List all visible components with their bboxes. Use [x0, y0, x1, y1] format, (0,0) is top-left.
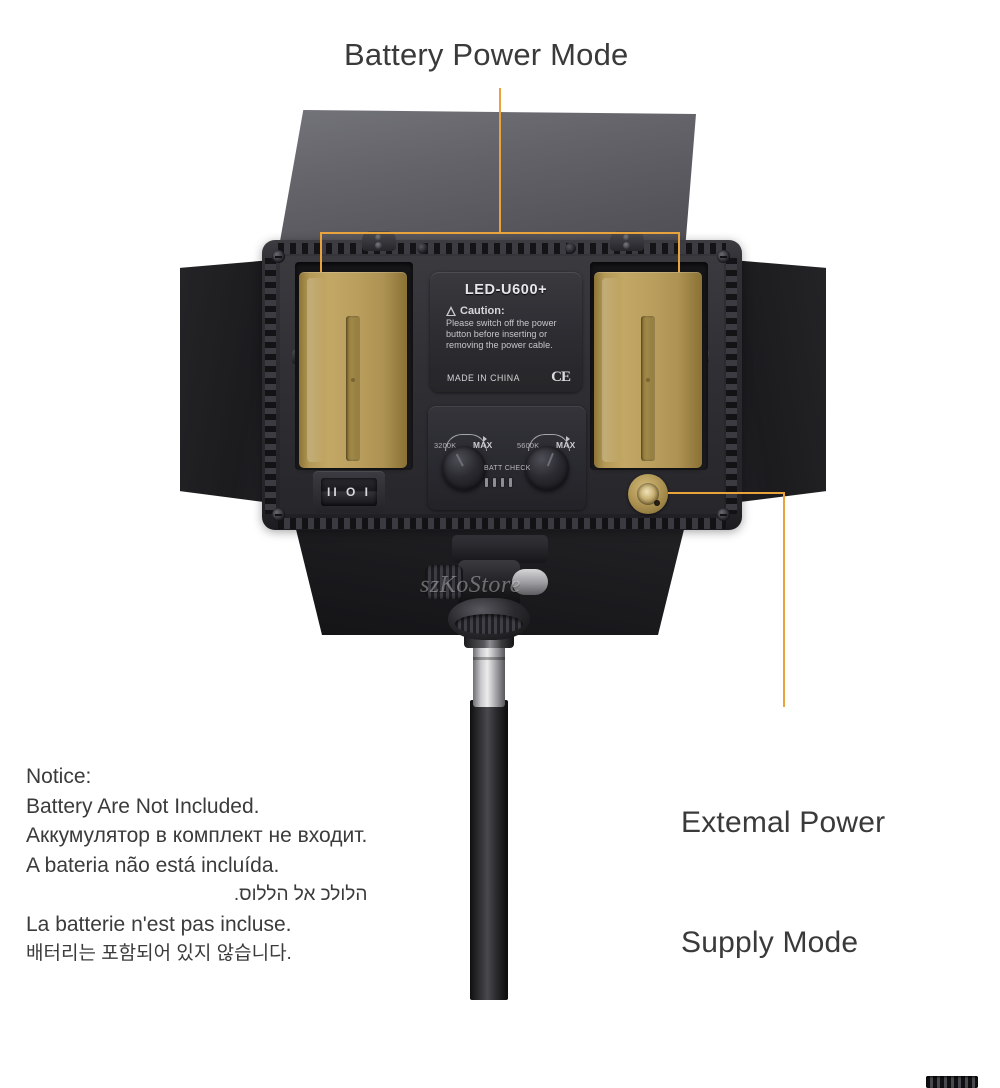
- notice-line-en: Battery Are Not Included.: [26, 794, 260, 818]
- leader-line-battery-horizontal: [320, 232, 680, 234]
- dc-power-input-jack[interactable]: [628, 474, 668, 514]
- vent-fins-bottom: [278, 518, 726, 529]
- product-model-number: LED-U600+: [464, 282, 548, 298]
- barndoor-hinge-right: [610, 231, 644, 251]
- battery-groove-left: [346, 316, 360, 461]
- barndoor-hinge-left: [362, 231, 396, 251]
- origin-text: MADE IN CHINA: [447, 373, 520, 383]
- knob-arrow-right-icon: [566, 436, 570, 442]
- batt-check-led: [485, 478, 488, 487]
- mount-shoe: [452, 535, 978, 1088]
- knob-right-min-label: 5600K: [517, 441, 540, 450]
- notice-line-pt: A bateria não está incluída.: [26, 853, 280, 877]
- warning-triangle-icon: [445, 306, 456, 316]
- control-panel: 3200K MAX 5600K MAX BATT CHECK: [428, 406, 586, 510]
- leader-line-battery-left-drop: [320, 232, 322, 272]
- corner-screw-bottom-left: [272, 508, 285, 521]
- product-spec-label: LED-U600+ Caution: Please switch off the…: [430, 272, 582, 392]
- battery-left[interactable]: [299, 272, 407, 468]
- light-stand-chrome-section: [473, 645, 505, 707]
- caution-row: Caution:: [445, 305, 505, 317]
- notice-block: Notice: Battery Are Not Included. Аккуму…: [26, 762, 367, 969]
- leader-line-external-vertical: [783, 492, 785, 707]
- ball-head-ring: [455, 614, 523, 634]
- vent-fins-top: [278, 243, 726, 254]
- caution-title: Caution:: [460, 305, 505, 317]
- leader-line-external-horizontal: [668, 492, 785, 494]
- leader-line-battery-vertical: [499, 88, 501, 233]
- notice-line-ko: 배터리는 포함되어 있지 않습니다.: [26, 943, 292, 964]
- led-light-panel-product: LED-U600+ Caution: Please switch off the…: [0, 0, 1000, 1000]
- batt-check-label: BATT CHECK: [484, 465, 531, 472]
- dc-jack-pin: [654, 500, 660, 506]
- batt-check-led: [509, 478, 512, 487]
- ball-head-lock-screw[interactable]: [512, 569, 548, 595]
- notice-line-fr: La batterie n'est pas incluse.: [26, 912, 292, 936]
- batt-check-led-group: [485, 478, 512, 487]
- product-image-canvas: LED-U600+ Caution: Please switch off the…: [0, 0, 1000, 1000]
- brightness-knob-3200k[interactable]: [442, 446, 486, 490]
- knob-right-max-label: MAX: [556, 440, 576, 450]
- corner-screw-top-left: [272, 250, 285, 263]
- batt-check-led: [501, 478, 504, 487]
- ce-mark-icon: CE: [551, 369, 571, 385]
- ball-head-tension-knob[interactable]: [425, 565, 463, 599]
- hinge-screw-left: [417, 243, 428, 254]
- power-switch[interactable]: II O I: [321, 478, 377, 506]
- brightness-knob-5600k[interactable]: [525, 446, 569, 490]
- dc-jack-inner: [637, 483, 660, 506]
- annotation-external-power-supply-mode: Extemal Power Supply Mode: [681, 723, 885, 1043]
- leader-line-battery-right-drop: [678, 232, 680, 272]
- corner-screw-top-right: [717, 250, 730, 263]
- annotation-battery-power-mode: Battery Power Mode: [344, 37, 629, 72]
- vent-fins-right: [726, 258, 737, 514]
- notice-heading: Notice:: [26, 765, 92, 788]
- annotation-external-line-1: Extemal Power: [681, 806, 886, 839]
- notice-line-ru: Аккумулятор в комплект не входит.: [26, 824, 368, 847]
- corner-screw-bottom-right: [717, 508, 730, 521]
- battery-right[interactable]: [594, 272, 702, 468]
- hinge-screw-right: [565, 243, 576, 254]
- annotation-external-line-2: Supply Mode: [681, 926, 859, 959]
- battery-groove-right: [641, 316, 655, 461]
- battery-highlight-left: [307, 278, 325, 462]
- notice-line-he: הלולכ אל הללוס.: [233, 884, 368, 905]
- caution-text: Please switch off the power button befor…: [446, 318, 557, 350]
- knob-arrow-left-icon: [483, 436, 487, 442]
- battery-highlight-right: [602, 278, 620, 462]
- vent-fins-left: [265, 258, 276, 514]
- light-stand-pole: [470, 700, 508, 1000]
- power-switch-housing: II O I: [313, 471, 385, 513]
- knob-left-min-label: 3200K: [434, 441, 457, 450]
- knob-left-max-label: MAX: [473, 440, 493, 450]
- mount-shoe-slot: [926, 1076, 978, 1088]
- batt-check-led: [493, 478, 496, 487]
- power-switch-markings: II O I: [326, 485, 371, 499]
